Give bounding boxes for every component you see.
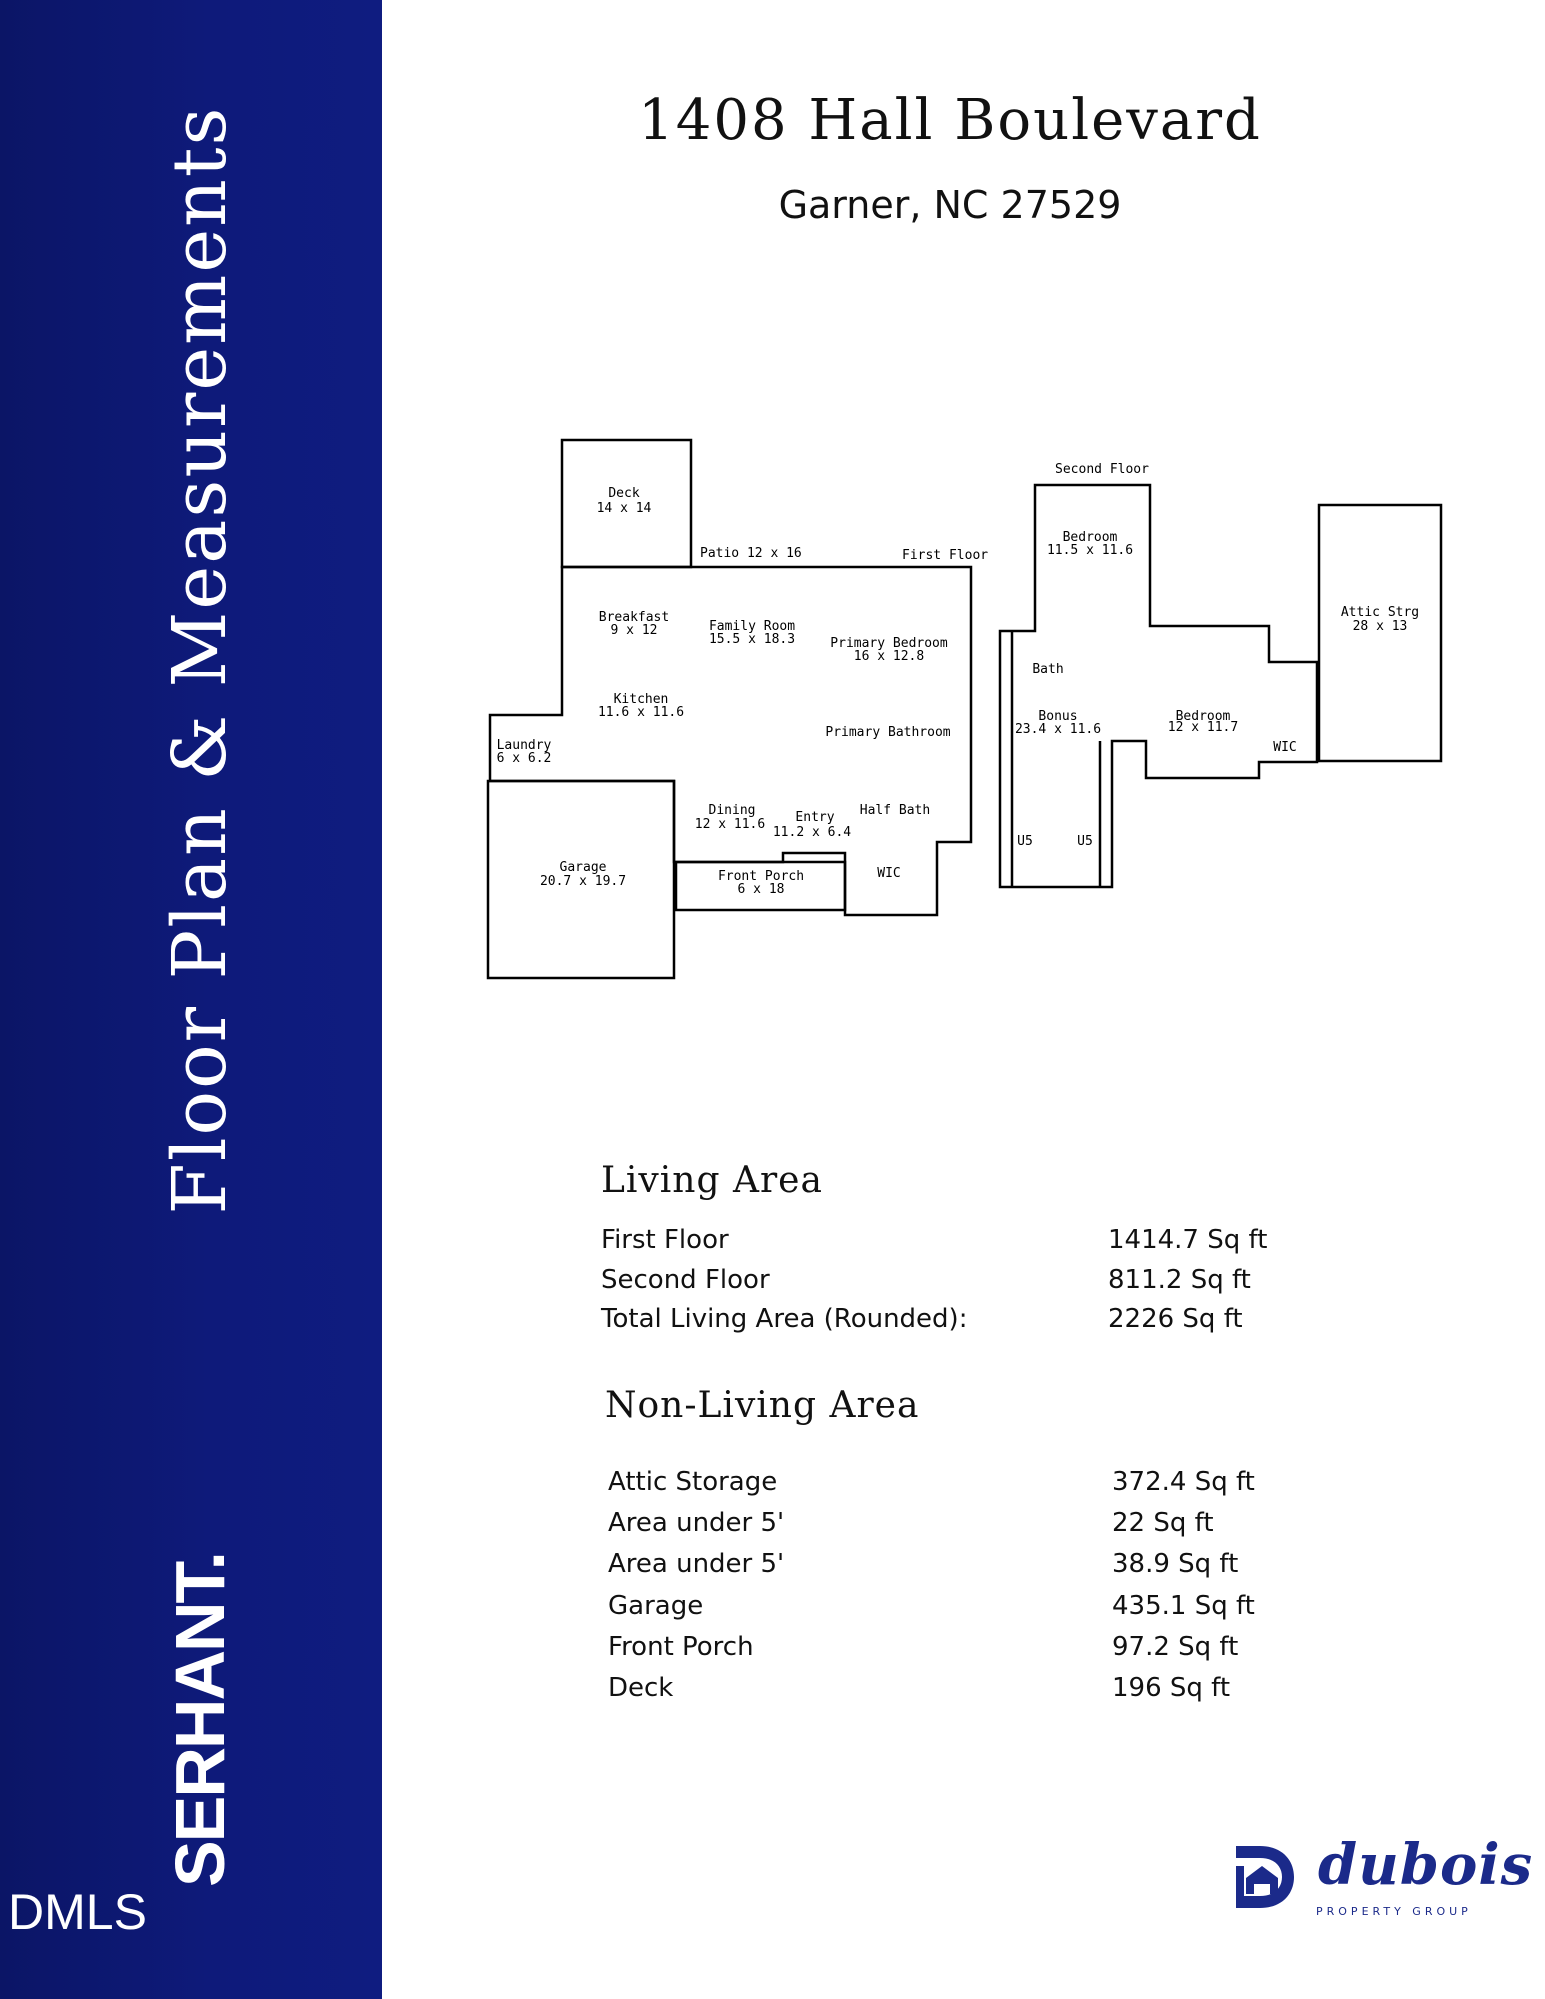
address-city: Garner, NC 27529 <box>778 183 1122 227</box>
front-porch-outline <box>674 860 847 912</box>
non-living-row-value: 22 Sq ft <box>1112 1508 1214 1538</box>
dubois-logo-name: dubois <box>1318 1832 1534 1898</box>
non-living-row-label: Attic Storage <box>608 1467 778 1497</box>
living-area-title: Living Area <box>601 1160 823 1201</box>
patio-label: Patio 12 x 16 <box>700 546 802 561</box>
bedroom-a-dim: 11.5 x 11.6 <box>1047 543 1133 558</box>
non-living-row-label: Area under 5' <box>608 1508 785 1538</box>
bedroom-b-dim: 12 x 11.7 <box>1168 720 1238 735</box>
bonus-label: Bonus <box>1038 709 1077 724</box>
non-living-row-value: 372.4 Sq ft <box>1112 1467 1255 1497</box>
serhant-logo: SERHANT. <box>161 1552 239 1888</box>
dining-label: Dining <box>709 803 756 818</box>
entry-dim: 11.2 x 6.4 <box>773 825 851 840</box>
living-row-label: First Floor <box>601 1225 729 1255</box>
attic-dim: 28 x 13 <box>1353 619 1408 634</box>
half-bath-label: Half Bath <box>860 803 930 818</box>
dining-dim: 12 x 11.6 <box>695 817 765 832</box>
garage-label: Garage <box>560 860 607 875</box>
attic-outline <box>1317 503 1443 763</box>
bedroom-a-label: Bedroom <box>1063 530 1118 545</box>
wic-label-2: WIC <box>1273 740 1296 755</box>
bath-label: Bath <box>1032 662 1063 677</box>
non-living-row-label: Front Porch <box>608 1632 754 1662</box>
family-room-label: Family Room <box>709 619 795 634</box>
front-porch-label: Front Porch <box>718 869 804 884</box>
living-row-value: 2226 Sq ft <box>1108 1304 1243 1334</box>
kitchen-label: Kitchen <box>614 692 669 707</box>
living-row-label: Second Floor <box>601 1265 770 1295</box>
living-row-label: Total Living Area (Rounded): <box>601 1304 968 1334</box>
living-row-value: 1414.7 Sq ft <box>1108 1225 1268 1255</box>
bedroom-b-label: Bedroom <box>1176 709 1231 724</box>
living-row-value: 811.2 Sq ft <box>1108 1265 1251 1295</box>
deck-label: Deck <box>608 486 639 501</box>
non-living-row-label: Deck <box>608 1673 674 1703</box>
bonus-dim: 23.4 x 11.6 <box>1015 722 1101 737</box>
floor-plan: Deck 14 x 14 Patio 12 x 16 First Floor B… <box>486 438 1443 980</box>
dubois-logo-tagline: PROPERTY GROUP <box>1316 1905 1472 1918</box>
front-porch-dim: 6 x 18 <box>738 882 785 897</box>
entry-label: Entry <box>795 810 834 825</box>
family-room-dim: 15.5 x 18.3 <box>709 632 795 647</box>
kitchen-dim: 11.6 x 11.6 <box>598 705 684 720</box>
wic-label-1: WIC <box>877 866 900 881</box>
non-living-row-value: 38.9 Sq ft <box>1112 1549 1239 1579</box>
primary-bedroom-dim: 16 x 12.8 <box>854 649 924 664</box>
primary-bathroom-label: Primary Bathroom <box>825 725 950 740</box>
non-living-row-label: Area under 5' <box>608 1549 785 1579</box>
address-street: 1408 Hall Boulevard <box>638 88 1262 153</box>
first-floor-label: First Floor <box>902 548 988 563</box>
second-floor-outline <box>998 483 1319 889</box>
non-living-row-value: 196 Sq ft <box>1112 1673 1231 1703</box>
attic-label: Attic Strg <box>1341 605 1419 620</box>
non-living-row-value: 435.1 Sq ft <box>1112 1591 1255 1621</box>
primary-bedroom-label: Primary Bedroom <box>830 636 948 651</box>
garage-outline <box>486 779 676 980</box>
deck-dim: 14 x 14 <box>597 501 652 516</box>
u5-label-a: U5 <box>1017 834 1033 849</box>
laundry-label: Laundry <box>497 738 552 753</box>
source-label: DMLS <box>8 1884 147 1940</box>
laundry-dim: 6 x 6.2 <box>497 751 552 766</box>
second-floor-label: Second Floor <box>1055 462 1149 477</box>
non-living-row-value: 97.2 Sq ft <box>1112 1632 1239 1662</box>
dubois-logo-icon <box>1236 1846 1294 1908</box>
non-living-area-title: Non-Living Area <box>605 1385 920 1426</box>
non-living-row-label: Garage <box>608 1591 704 1621</box>
garage-dim: 20.7 x 19.7 <box>540 874 626 889</box>
breakfast-dim: 9 x 12 <box>611 623 658 638</box>
first-floor-outline <box>488 565 973 917</box>
sidebar: Floor Plan & Measurements SERHANT. DMLS <box>0 0 382 1999</box>
breakfast-label: Breakfast <box>599 610 669 625</box>
u5-label-b: U5 <box>1077 834 1093 849</box>
